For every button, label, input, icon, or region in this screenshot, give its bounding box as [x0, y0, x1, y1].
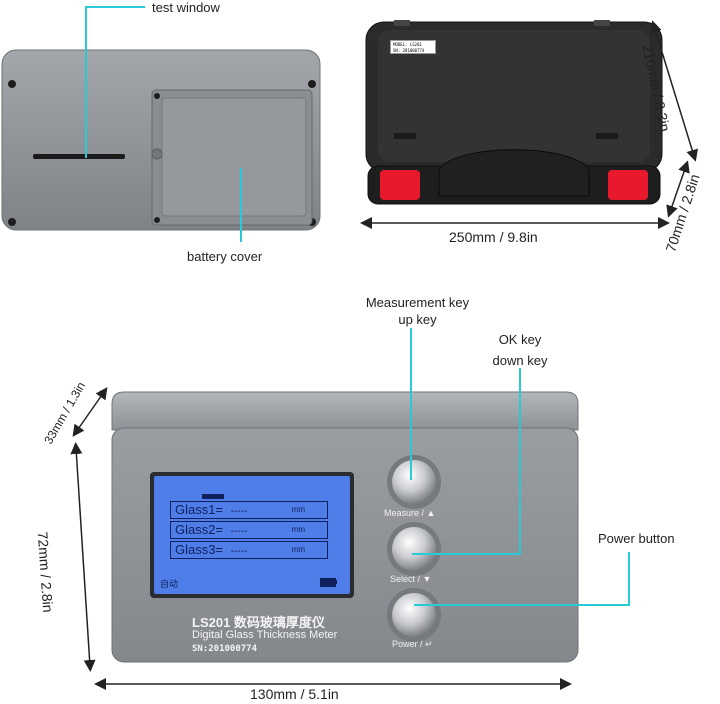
- lcd-row: Glass2= ----- mm: [170, 521, 328, 539]
- lcd-cursor: [202, 494, 224, 499]
- ok-key-line1: OK key: [498, 332, 542, 347]
- case-model-text: MODEL: LS201: [393, 42, 422, 47]
- device-height-arrow: [70, 442, 96, 672]
- measurement-key-line1: Measurement key: [365, 295, 470, 310]
- battery-cover-callout-line: [240, 168, 242, 242]
- case-hinge-icon: [594, 20, 610, 26]
- device-serial: SN:201000774: [192, 644, 258, 654]
- test-window-label: test window: [152, 0, 220, 15]
- power-button-callout-line: [628, 552, 630, 606]
- device-width-label: 130mm / 5.1in: [250, 686, 339, 702]
- test-window-slot: [33, 154, 125, 159]
- ok-key-line2: down key: [492, 353, 548, 368]
- case-serial-text: SN: 201000774: [393, 48, 425, 53]
- lcd-row-label: Glass3=: [175, 542, 224, 557]
- case-depth-label: 70mm / 2.8in: [662, 172, 703, 254]
- lcd-row-unit: mm: [291, 505, 305, 514]
- measure-button-label: Measure / ▲: [384, 508, 436, 518]
- screw-icon: [154, 217, 160, 223]
- screw-icon: [308, 80, 316, 88]
- lcd-screen: Glass1= ----- mm Glass2= ----- mm Glass3…: [154, 476, 350, 594]
- battery-cover: [161, 97, 307, 217]
- lcd-row: Glass1= ----- mm: [170, 501, 328, 519]
- case-model-sticker: MODEL: LS201 SN: 201000774: [390, 40, 436, 54]
- case-handle: [438, 149, 590, 197]
- measurement-key-callout-line: [410, 328, 412, 480]
- select-button-label: Select / ▼: [390, 574, 432, 584]
- lcd-row-unit: mm: [291, 545, 305, 554]
- battery-cover-label: battery cover: [187, 249, 263, 264]
- lcd-row-unit: mm: [291, 525, 305, 534]
- screw-icon: [8, 218, 16, 226]
- lcd-row-value: -----: [230, 506, 248, 517]
- ok-key-label: OK key down key: [480, 331, 560, 369]
- measure-button-face: [392, 460, 436, 504]
- lcd-row: Glass3= ----- mm: [170, 541, 328, 559]
- lcd-row-value: -----: [230, 526, 248, 537]
- case-hinge-icon: [394, 20, 410, 26]
- measurement-key-line2: up key: [398, 312, 437, 327]
- test-window-callout-line: [85, 6, 87, 158]
- battery-icon: [320, 578, 336, 587]
- select-button-face: [392, 527, 436, 571]
- measurement-key-label: Measurement key up key: [360, 294, 475, 328]
- lcd-row-value: -----: [230, 546, 248, 557]
- device-model-en: Digital Glass Thickness Meter: [192, 629, 338, 641]
- power-button-face: [392, 593, 436, 637]
- test-window-callout-line: [85, 6, 145, 8]
- ok-key-callout-line: [412, 553, 521, 555]
- device-model-cn: LS201 数码玻璃厚度仪: [192, 615, 325, 630]
- device-height-label: 72mm / 2.8in: [34, 531, 57, 613]
- carry-case-photo: MODEL: LS201 SN: 201000774: [364, 18, 664, 208]
- screw-icon: [8, 80, 16, 88]
- case-latch-right: [608, 170, 648, 200]
- case-lid-panel: [378, 30, 650, 162]
- screw-icon: [151, 148, 163, 160]
- power-button-callout-line: [414, 604, 630, 606]
- battery-tip-icon: [335, 580, 337, 584]
- screw-icon: [154, 93, 160, 99]
- lcd-mode-text: 自动: [160, 579, 179, 589]
- case-vent: [394, 133, 416, 139]
- ok-key-callout-line: [519, 368, 521, 554]
- power-button-label: Power / ↵: [392, 639, 433, 649]
- device-back-photo: [0, 48, 325, 233]
- device-top-face: [111, 391, 579, 431]
- lcd-row-label: Glass1=: [175, 502, 224, 517]
- case-width-label: 250mm / 9.8in: [449, 229, 538, 245]
- device-depth-label: 33mm / 1.3in: [41, 379, 89, 447]
- lcd-row-label: Glass2=: [175, 522, 224, 537]
- power-button-callout-label: Power button: [598, 531, 675, 546]
- case-latch-left: [380, 170, 420, 200]
- device-front-photo: Glass1= ----- mm Glass2= ----- mm Glass3…: [110, 390, 580, 665]
- case-vent: [596, 133, 618, 139]
